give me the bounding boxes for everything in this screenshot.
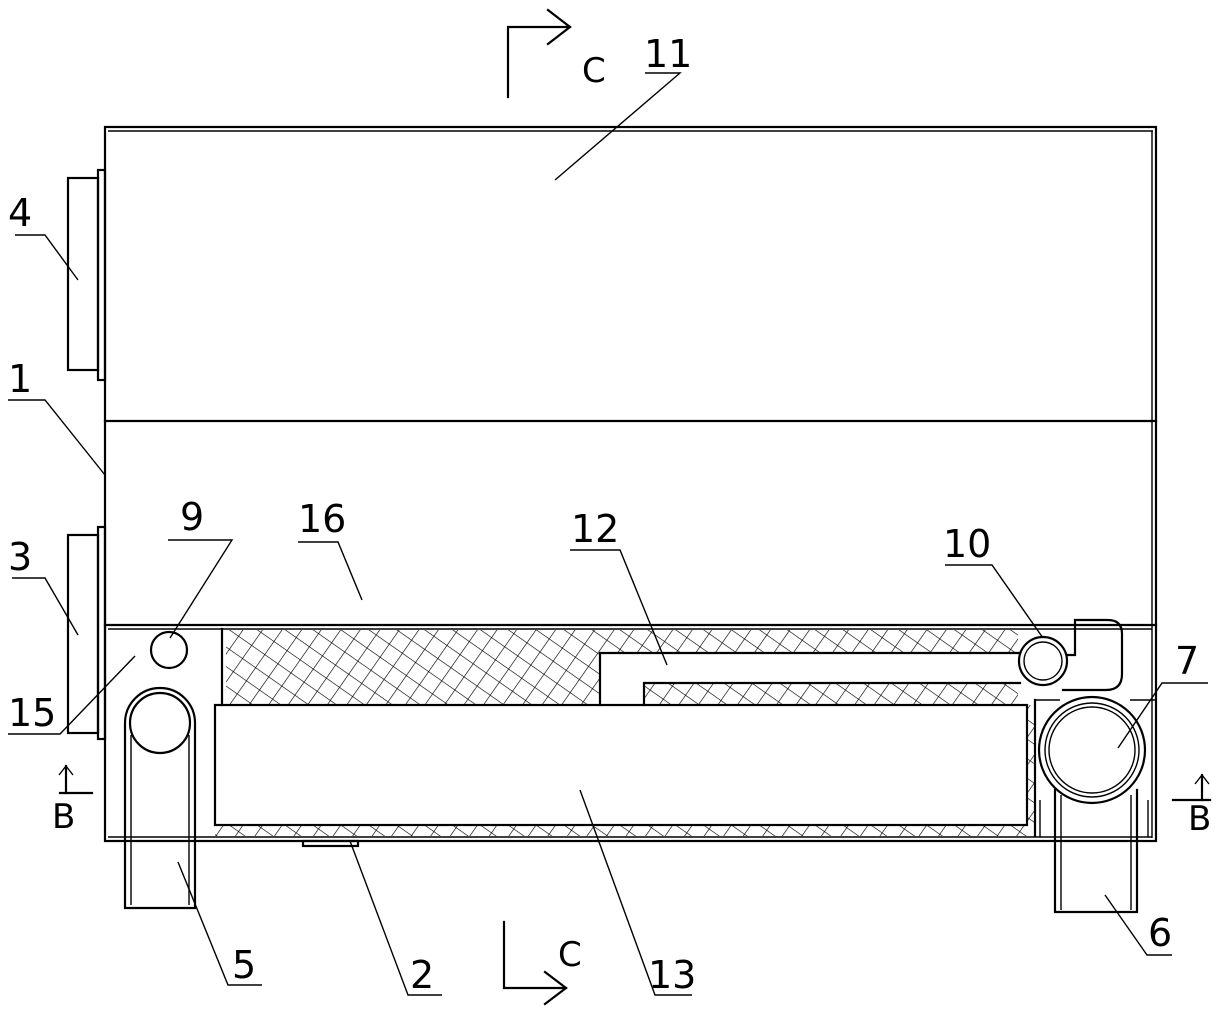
small-pipe-10 xyxy=(1017,635,1069,687)
section-labels: C C B B xyxy=(52,51,1211,975)
left-chamber xyxy=(149,627,224,707)
label-13: 13 xyxy=(648,953,696,997)
label-16: 16 xyxy=(298,497,346,541)
housing xyxy=(103,125,1158,843)
section-b-left: B xyxy=(52,797,75,837)
section-c-top: C xyxy=(582,51,606,91)
part-labels: 11 4 1 3 15 9 16 12 10 7 6 5 2 13 xyxy=(8,32,1199,997)
label-15: 15 xyxy=(8,691,56,735)
label-1: 1 xyxy=(8,357,32,401)
section-c-top-arrow xyxy=(506,8,572,99)
inlet-pipe xyxy=(123,686,197,910)
label-11: 11 xyxy=(644,32,692,76)
leader-lines xyxy=(8,72,1208,996)
inner-block xyxy=(598,651,1022,707)
label-12: 12 xyxy=(571,507,619,551)
outlet-pipe xyxy=(1039,788,1149,914)
top-fitting xyxy=(66,168,107,382)
label-5: 5 xyxy=(232,943,256,987)
label-4: 4 xyxy=(8,191,32,235)
large-pipe-7 xyxy=(1037,695,1147,805)
bottom-fitting xyxy=(66,525,107,741)
section-b-left xyxy=(58,764,94,795)
label-10: 10 xyxy=(943,522,991,566)
cartridge xyxy=(213,703,1029,827)
label-7: 7 xyxy=(1175,639,1199,683)
right-pipes xyxy=(1017,618,1156,805)
section-b-right: B xyxy=(1188,799,1211,839)
section-c-bottom-arrow xyxy=(502,920,568,1006)
label-3: 3 xyxy=(8,535,32,579)
bottom-bracket xyxy=(301,839,360,848)
label-2: 2 xyxy=(410,953,434,997)
label-6: 6 xyxy=(1148,911,1172,955)
small-pipe-9 xyxy=(149,630,189,670)
mesh-filter xyxy=(215,630,1037,838)
label-9: 9 xyxy=(180,495,204,539)
section-b-right xyxy=(1171,773,1212,802)
section-c-bottom: C xyxy=(558,935,582,975)
